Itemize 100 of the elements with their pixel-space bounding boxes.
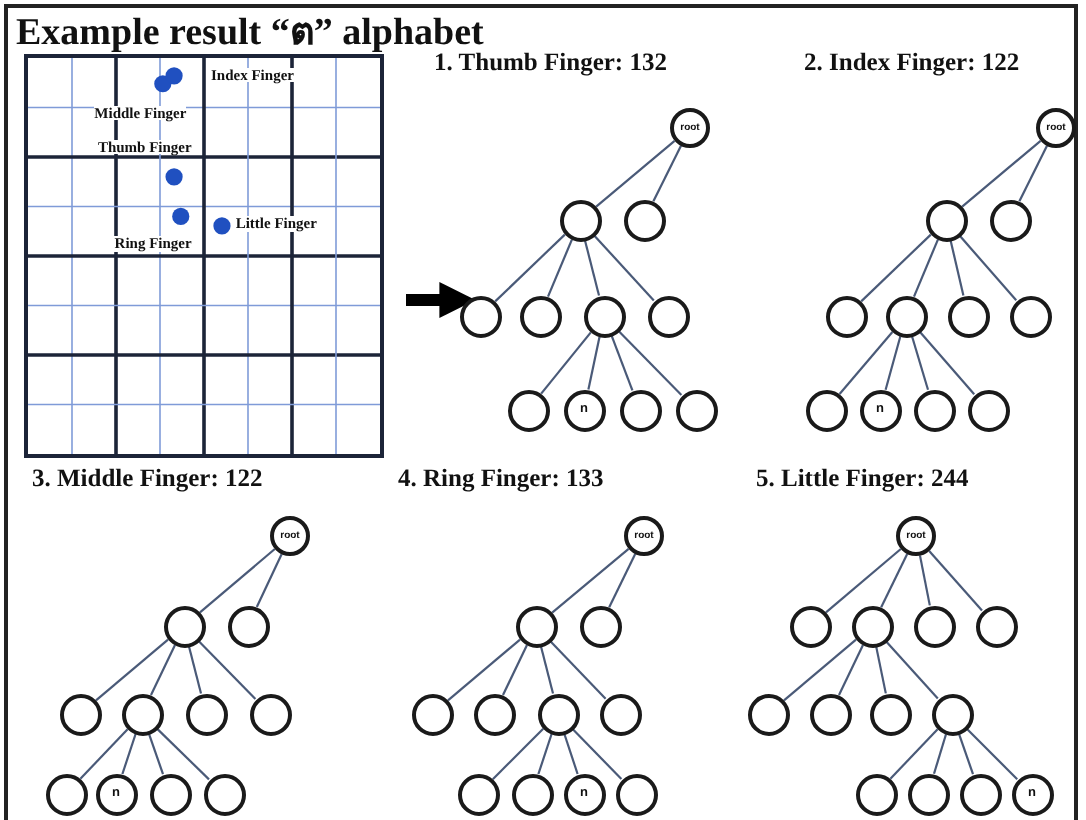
tree-edge xyxy=(197,640,257,700)
tree-edge xyxy=(783,638,857,702)
tree-edge xyxy=(913,238,939,298)
tree-edge xyxy=(932,733,948,775)
arrow xyxy=(406,282,476,318)
tree-edge xyxy=(492,728,544,780)
tree-edge xyxy=(889,728,939,780)
tree-heading: 1. Thumb Finger: 132 xyxy=(434,48,667,78)
tree-node xyxy=(203,773,245,815)
title: Example result “ต” alphabet xyxy=(16,10,484,54)
tree-edge xyxy=(539,646,555,694)
tree-edge xyxy=(880,553,909,608)
tree-node xyxy=(789,605,831,647)
tree-node xyxy=(805,389,847,431)
tree-edge xyxy=(875,646,887,694)
tree-edge xyxy=(95,638,169,702)
tree-node xyxy=(459,295,501,337)
tree-node xyxy=(747,693,789,735)
tree-node xyxy=(185,693,227,735)
tree-edge xyxy=(610,335,634,391)
tree-node xyxy=(623,199,665,241)
tree-node xyxy=(227,605,269,647)
tree-edge xyxy=(583,240,601,296)
tree-edge xyxy=(910,335,930,391)
tree-node xyxy=(1009,295,1051,337)
tree-edge xyxy=(928,550,983,612)
tree-edge xyxy=(571,728,623,780)
tree-edge xyxy=(957,733,975,775)
tree-node xyxy=(851,605,893,647)
tree-edge xyxy=(547,238,573,298)
tree-node xyxy=(559,199,601,241)
tree-node xyxy=(537,693,579,735)
tree-edge xyxy=(150,644,176,696)
tree-node xyxy=(515,605,557,647)
tree-edge xyxy=(884,335,902,391)
tree-node xyxy=(825,295,867,337)
tree-edge xyxy=(595,139,676,208)
tree-edge xyxy=(652,145,682,202)
tree-edge xyxy=(825,548,902,614)
tree-edge xyxy=(587,336,601,390)
tree-edge xyxy=(502,644,528,696)
tree-node xyxy=(913,605,955,647)
tree-node xyxy=(473,693,515,735)
tree-edge xyxy=(608,553,637,608)
tree-node xyxy=(675,389,717,431)
tree-node xyxy=(249,693,291,735)
tree-node xyxy=(855,773,897,815)
tree-node xyxy=(647,295,689,337)
tree-edge xyxy=(1018,145,1048,202)
tree-node xyxy=(507,389,549,431)
tree-node xyxy=(885,295,927,337)
tree-edge xyxy=(147,733,165,775)
tree-node xyxy=(149,773,191,815)
tree-edge xyxy=(121,733,137,775)
tree-node xyxy=(59,693,101,735)
tree-edge xyxy=(593,234,655,302)
tree-edge xyxy=(255,553,283,608)
tree-node xyxy=(45,773,87,815)
tree-node xyxy=(615,773,657,815)
tree-node xyxy=(163,605,205,647)
tree-edge xyxy=(838,331,894,395)
tree-node xyxy=(931,693,973,735)
tree-node xyxy=(599,693,641,735)
tree-node xyxy=(579,605,621,647)
tree-node xyxy=(959,773,1001,815)
tree-edge xyxy=(966,728,1018,780)
tree-edge xyxy=(537,733,553,775)
tree-node xyxy=(947,295,989,337)
finger-grid xyxy=(24,54,384,458)
tree-node xyxy=(809,693,851,735)
tree-node xyxy=(989,199,1031,241)
tree-edge xyxy=(549,640,607,700)
tree-node xyxy=(511,773,553,815)
tree-node xyxy=(619,389,661,431)
tree-edge xyxy=(79,728,129,780)
tree-node xyxy=(975,605,1017,647)
tree-edge xyxy=(949,240,965,296)
tree-node xyxy=(913,389,955,431)
tree-edge xyxy=(494,233,566,303)
tree-edge xyxy=(918,555,931,606)
tree-node xyxy=(411,693,453,735)
tree-heading: 3. Middle Finger: 122 xyxy=(32,464,263,494)
tree-edge xyxy=(961,139,1042,208)
tree-node xyxy=(457,773,499,815)
tree-heading: 2. Index Finger: 122 xyxy=(804,48,1020,78)
tree-edge xyxy=(918,331,976,395)
tree-edge xyxy=(187,646,203,694)
tree-edge xyxy=(838,644,864,696)
tree-node xyxy=(925,199,967,241)
tree-edge xyxy=(551,547,630,614)
tree-node xyxy=(907,773,949,815)
tree-edge xyxy=(540,331,592,395)
tree-edge xyxy=(563,733,579,775)
tree-edge xyxy=(447,638,521,702)
tree-heading: 5. Little Finger: 244 xyxy=(756,464,969,494)
tree-edge xyxy=(156,727,210,781)
tree-node xyxy=(583,295,625,337)
tree-edge xyxy=(958,235,1018,301)
tree-node xyxy=(967,389,1009,431)
tree-edge xyxy=(860,233,932,303)
